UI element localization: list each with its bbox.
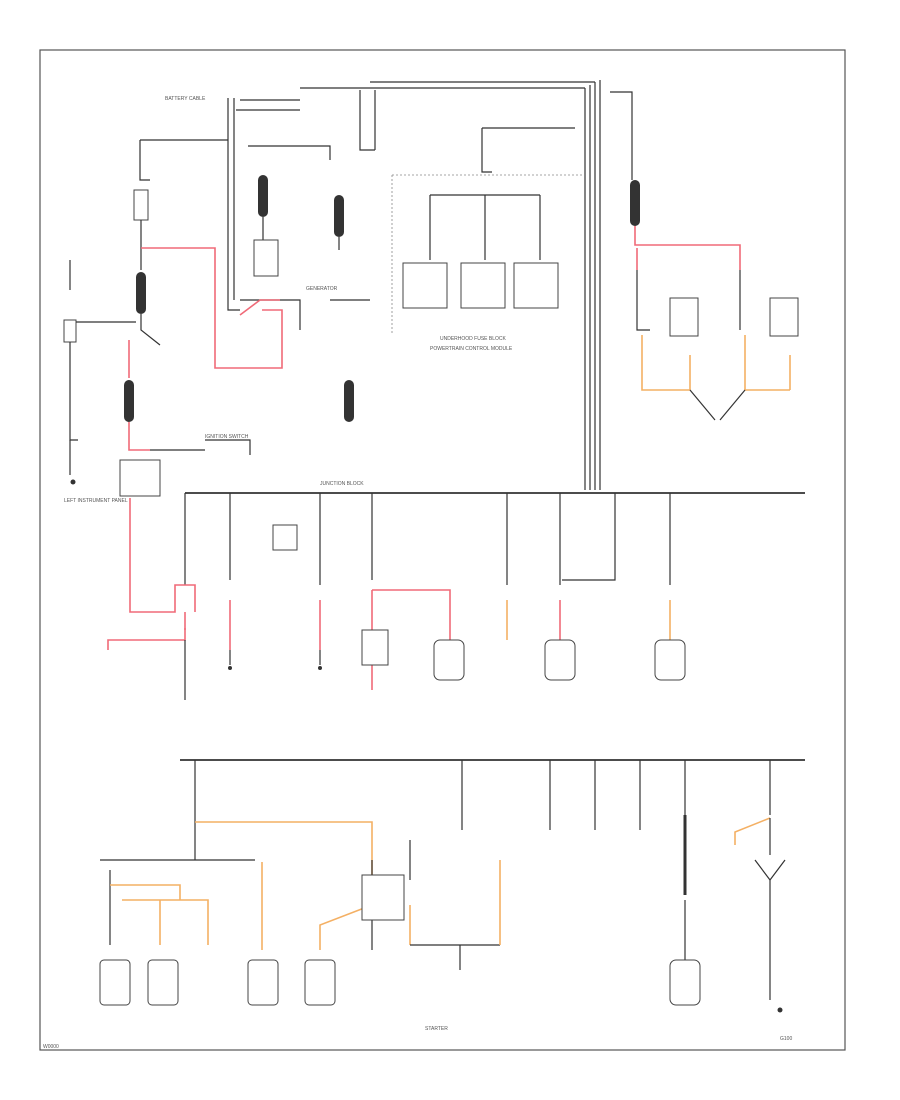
relay-box	[402, 262, 448, 309]
fuse-icon	[258, 175, 268, 217]
label-battery-cable: BATTERY CABLE	[165, 96, 206, 102]
connector-box	[272, 524, 298, 551]
diagram-frame	[39, 49, 846, 1051]
label-left-instrument-panel: LEFT INSTRUMENT PANEL	[64, 498, 128, 504]
label-ground: G100	[780, 1036, 792, 1042]
label-starter: STARTER	[425, 1026, 448, 1032]
ground-icon	[318, 666, 322, 670]
module-box	[247, 959, 279, 1006]
lower-branches	[99, 760, 786, 1013]
diagram-id: W0000	[43, 1044, 59, 1050]
label-generator: GENERATOR	[306, 286, 338, 292]
fuse-icon	[344, 380, 354, 422]
ground-icon	[70, 479, 76, 485]
relay-box	[669, 297, 699, 337]
relay-box	[769, 297, 799, 337]
label-powertrain-control: POWERTRAIN CONTROL MODULE	[430, 346, 513, 352]
label-underhood-fuse-block: UNDERHOOD FUSE BLOCK	[440, 336, 507, 342]
switch-box	[119, 459, 161, 497]
ground-connector	[63, 319, 77, 343]
module-box	[669, 959, 701, 1006]
module-box	[147, 959, 179, 1006]
module-box	[99, 959, 131, 1006]
relay-box	[361, 629, 389, 666]
module-box	[654, 639, 686, 681]
top-left-components	[63, 217, 370, 497]
relay-box	[253, 239, 279, 277]
module-box	[361, 874, 405, 921]
fuse-icon	[334, 195, 344, 237]
module-box	[433, 639, 465, 681]
ground-icon	[228, 666, 232, 670]
relay-box	[513, 262, 559, 309]
label-junction-block: JUNCTION BLOCK	[320, 481, 364, 487]
top-feed-wiring	[133, 80, 633, 490]
diagram-labels: BATTERY CABLE JUNCTION BLOCK UNDERHOOD F…	[43, 96, 792, 1050]
top-right-circuit	[631, 110, 799, 421]
underhood-fuse-block	[391, 127, 585, 335]
fusible-link-connector	[133, 189, 149, 221]
fuse-icon	[124, 380, 134, 422]
ground-icon	[777, 1007, 783, 1013]
label-ignition-switch: IGNITION SWITCH	[205, 434, 249, 440]
relay-box	[460, 262, 506, 309]
module-box	[544, 639, 576, 681]
module-box	[304, 959, 336, 1006]
fuse-icon	[136, 272, 146, 314]
fuse-icon	[630, 180, 640, 226]
fuses-top	[124, 175, 640, 422]
middle-branches	[107, 493, 686, 700]
